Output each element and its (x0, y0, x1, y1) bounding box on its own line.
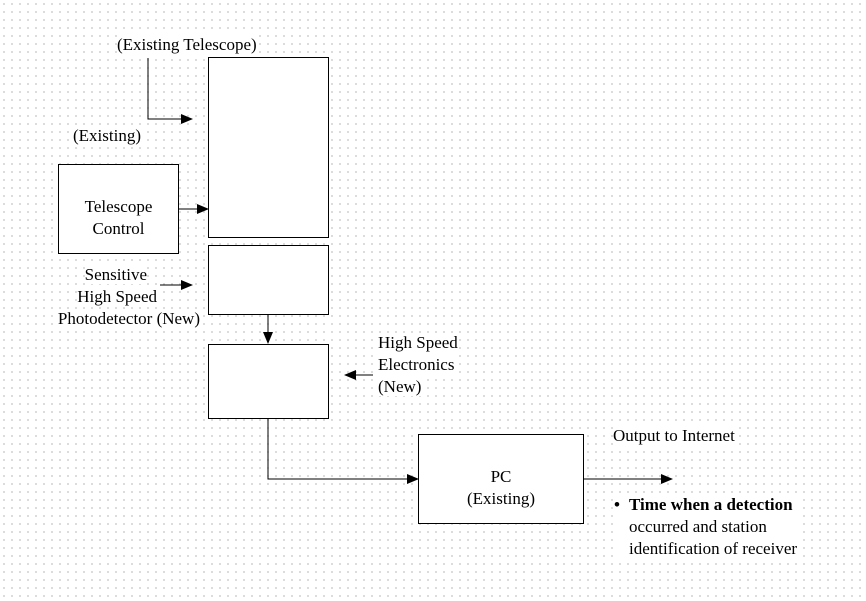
pc-label: PC (Existing) (420, 466, 582, 510)
output-details-list: Time when a detection occurred and stati… (614, 494, 798, 560)
telescope-control-line2: Control (92, 219, 145, 238)
telescope-box (208, 57, 329, 238)
electronics-line1: High Speed (378, 333, 458, 352)
arrow-electronics-to-pc (267, 419, 419, 484)
output-detail-line2: occurred and station (629, 517, 767, 536)
telescope-control-label: Telescope Control (60, 196, 177, 240)
electronics-box (208, 344, 329, 419)
pc-line1: PC (490, 467, 512, 486)
arrow-existing-telescope (147, 58, 193, 124)
telescope-control-box (58, 164, 179, 254)
output-detail-item: Time when a detection occurred and stati… (614, 494, 797, 560)
electronics-line2: Electronics (378, 355, 455, 374)
photodetector-line1: Sensitive (84, 265, 147, 284)
photodetector-line3: Photodetector (New) (57, 309, 200, 328)
photodetector-line2: High Speed (77, 287, 157, 306)
telescope-control-line1: Telescope (84, 197, 153, 216)
pc-line2: (Existing) (467, 489, 535, 508)
photodetector-label: Sensitive High Speed Photodetector (New) (40, 264, 200, 330)
existing-telescope-label: (Existing Telescope) (117, 34, 257, 56)
output-detail-line3: identification of receiver (629, 539, 798, 558)
photodetector-box (208, 245, 329, 315)
output-detail-line1: Time when a detection (629, 495, 793, 514)
electronics-line3: (New) (378, 377, 422, 396)
electronics-label: High Speed Electronics (New) (378, 332, 458, 398)
output-label: Output to Internet (613, 425, 735, 447)
pc-box (418, 434, 584, 524)
existing-label: (Existing) (73, 125, 141, 147)
